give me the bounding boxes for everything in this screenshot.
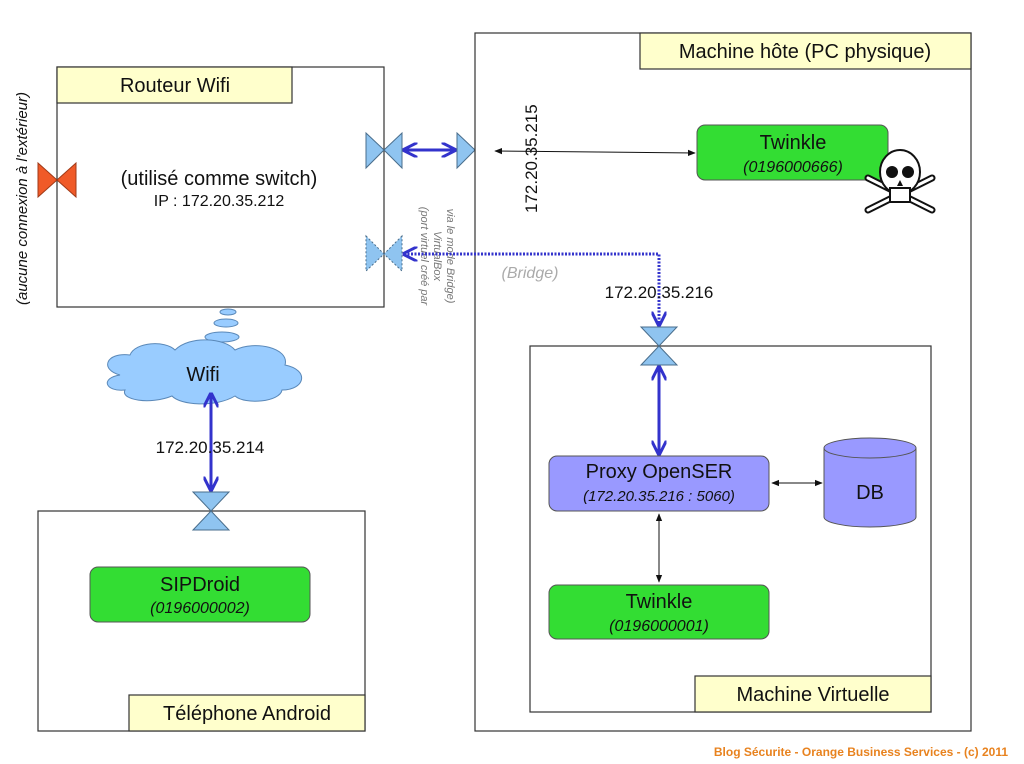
wifi-cloud: Wifi [107, 308, 303, 405]
router-ip: IP : 172.20.35.212 [154, 193, 285, 210]
virtual-port-note-line: (port virtuel créé par [418, 207, 430, 307]
vm-twinkle-name: Twinkle [626, 591, 693, 613]
proxy-node: Proxy OpenSER (172.20.35.216 : 5060) [548, 455, 770, 512]
virtual-port-note-line: VirtualBox [431, 231, 443, 281]
router-box: Routeur Wifi (utilisé comme switch) IP :… [56, 66, 385, 308]
vm-twinkle-node: Twinkle (0196000001) [548, 584, 770, 640]
host-twinkle-node: Twinkle (0196000666) [696, 124, 889, 181]
host-twinkle-number: (0196000666) [743, 159, 843, 176]
db-label: DB [856, 482, 884, 504]
router-title-box [56, 66, 293, 104]
skull-crossbones-icon [864, 149, 936, 214]
host-title: Machine hôte (PC physique) [679, 41, 931, 63]
vm-ip: 172.20.35.216 [605, 283, 714, 302]
sipdroid-number: (0196000002) [150, 600, 250, 617]
router-port-icon [365, 131, 403, 170]
host-title-box [639, 32, 972, 70]
db-node: DB [823, 437, 917, 528]
phone-ip: 172.20.35.214 [156, 438, 265, 457]
vm-title: Machine Virtuelle [736, 684, 889, 706]
virtual-port-icon [365, 234, 403, 273]
host-twinkle-link [494, 147, 696, 157]
proxy-name: Proxy OpenSER [586, 461, 733, 483]
virtual-port-note-line: via le mode Bridge) [444, 209, 456, 304]
router-title: Routeur Wifi [120, 75, 230, 97]
host-ip: 172.20.35.215 [522, 104, 541, 213]
phone-title: Téléphone Android [163, 703, 331, 725]
vm-port-icon [639, 326, 679, 366]
blocked-port-icon [37, 161, 77, 199]
virtual-port-note: (port virtuel créé par VirtualBox via le… [418, 207, 456, 307]
wifi-label: Wifi [186, 364, 219, 386]
phone-port-icon [191, 491, 231, 531]
phone-title-box [128, 694, 366, 732]
bridge-link [404, 254, 659, 325]
router-subtitle: (utilisé comme switch) [121, 168, 318, 190]
vm-box: Machine Virtuelle [529, 345, 932, 713]
sipdroid-node: SIPDroid (0196000002) [89, 566, 311, 623]
bridge-label: (Bridge) [502, 265, 559, 282]
vm-title-box [694, 675, 932, 713]
vm-twinkle-number: (0196000001) [609, 618, 709, 635]
footer-credit: Blog Sécurite - Orange Business Services… [714, 745, 1008, 759]
no-external-connection-note: (aucune connexion à l'extérieur) [14, 92, 31, 305]
proxy-address: (172.20.35.216 : 5060) [583, 488, 735, 505]
sipdroid-name: SIPDroid [160, 574, 240, 596]
host-twinkle-name: Twinkle [760, 132, 827, 154]
